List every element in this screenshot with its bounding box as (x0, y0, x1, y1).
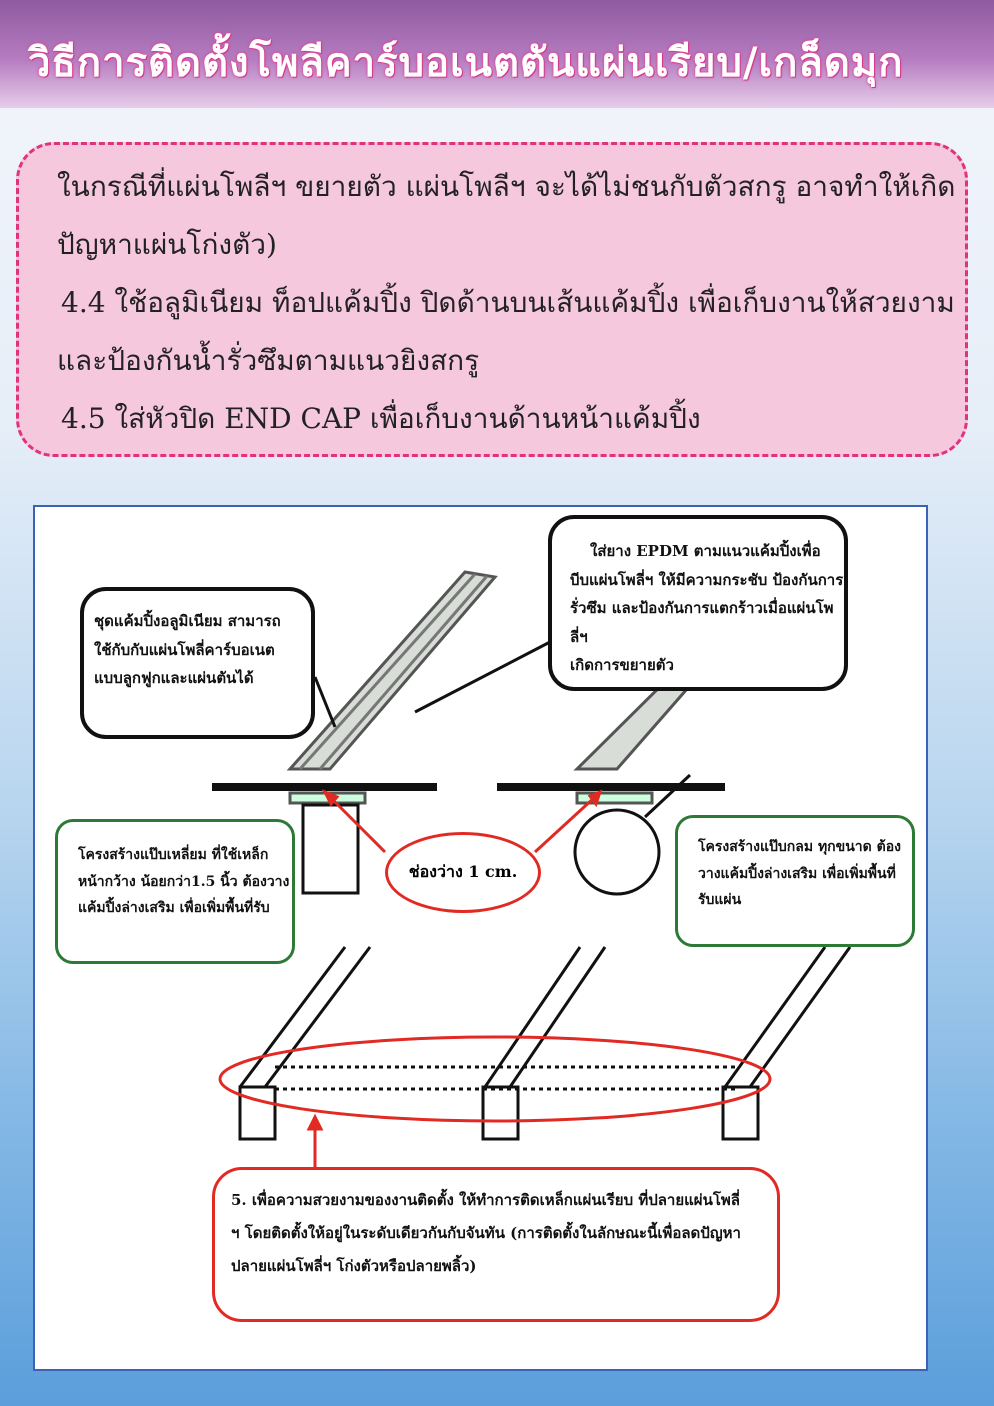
callout-line: หน้ากว้าง น้อยกว่า1.5 นิ้ว ต้องวาง (78, 873, 290, 890)
page-title: วิธีการติดตั้งโพลีคาร์บอเนตตันแผ่นเรียบ/… (28, 40, 904, 86)
note-line: 4.4 ใช้อลูมิเนียม ท็อปแค้มปิ้ง ปิดด้านบน… (61, 286, 955, 319)
callout-line: รั่วซึม และป้องกันการแตกร้าวเมื่อแผ่นโพล… (570, 599, 834, 646)
callout-round-beam: โครงสร้างแป๊บกลม ทุกขนาด ต้อง วางแค้มปิ้… (675, 815, 915, 947)
callout-step5: 5. เพื่อความสวยงามของงานติดตั้ง ให้ทำการ… (212, 1167, 780, 1322)
note-line: ในกรณีที่แผ่นโพลีฯ ขยายตัว แผ่นโพลีฯ จะไ… (57, 170, 956, 203)
camping-profile-left (286, 570, 498, 771)
callout-line: ใส่ยาง EPDM ตามแนวแค้มปิ้งเพื่อ (590, 542, 821, 560)
note-line: และป้องกันน้ำรั่วซึมตามแนวยิงสกรู (57, 344, 480, 377)
callout-line: ฯ โดยติดตั้งให้อยู่ในระดับเดียวกันกับจัน… (231, 1224, 741, 1242)
note-line: ปัญหาแผ่นโก่งตัว) (57, 228, 277, 261)
notes-box: ในกรณีที่แผ่นโพลีฯ ขยายตัว แผ่นโพลีฯ จะไ… (16, 142, 968, 457)
callout-line: วางแค้มปิ้งล่างเสริม เพื่อเพิ่มพื้นที่ (698, 865, 896, 882)
rafters (238, 946, 852, 1141)
gap-label: ช่องว่าง 1 cm. (385, 832, 541, 913)
round-beam (573, 808, 661, 896)
callout-line: ใช้กับกับแผ่นโพลี่คาร์บอเนต (94, 640, 275, 659)
callout-aluminium: ชุดแค้มปิ้งอลูมิเนียม สามารถ ใช้กับกับแผ… (80, 587, 315, 739)
highlight-ellipse (218, 1035, 772, 1123)
callout-line: บีบแผ่นโพลี่ฯ ให้มีความกระชับ ป้องกันการ (570, 570, 844, 589)
callout-line: แค้มปิ้งล่างเสริม เพื่อเพิ่มพื้นที่รับ (78, 900, 270, 917)
note-line: 4.5 ใส่หัวปิด END CAP เพื่อเก็บงานด้านหน… (61, 402, 701, 435)
callout-line: เกิดการขยายตัว (570, 656, 674, 674)
callout-line: แบบลูกฟูกและแผ่นตันได้ (94, 669, 254, 687)
callout-epdm: ใส่ยาง EPDM ตามแนวแค้มปิ้งเพื่อ บีบแผ่นโ… (548, 515, 848, 691)
callout-line: โครงสร้างแป๊บกลม ทุกขนาด ต้อง (698, 839, 901, 855)
callout-line: รับแผ่น (698, 892, 742, 909)
callout-line: ชุดแค้มปิ้งอลูมิเนียม สามารถ (94, 612, 281, 630)
callout-line: 5. เพื่อความสวยงามของงานติดตั้ง ให้ทำการ… (231, 1191, 740, 1209)
header-banner: วิธีการติดตั้งโพลีคาร์บอเนตตันแผ่นเรียบ/… (0, 0, 994, 108)
callout-line: ปลายแผ่นโพลี่ฯ โก่งตัวหรือปลายพลิ้ว) (231, 1257, 477, 1275)
callout-line: โครงสร้างแป๊บเหลี่ยม ที่ใช้เหล็ก (78, 847, 269, 863)
callout-square-beam: โครงสร้างแป๊บเหลี่ยม ที่ใช้เหล็ก หน้ากว้… (55, 819, 295, 964)
installation-diagram: ชุดแค้มปิ้งอลูมิเนียม สามารถ ใช้กับกับแผ… (33, 505, 928, 1371)
